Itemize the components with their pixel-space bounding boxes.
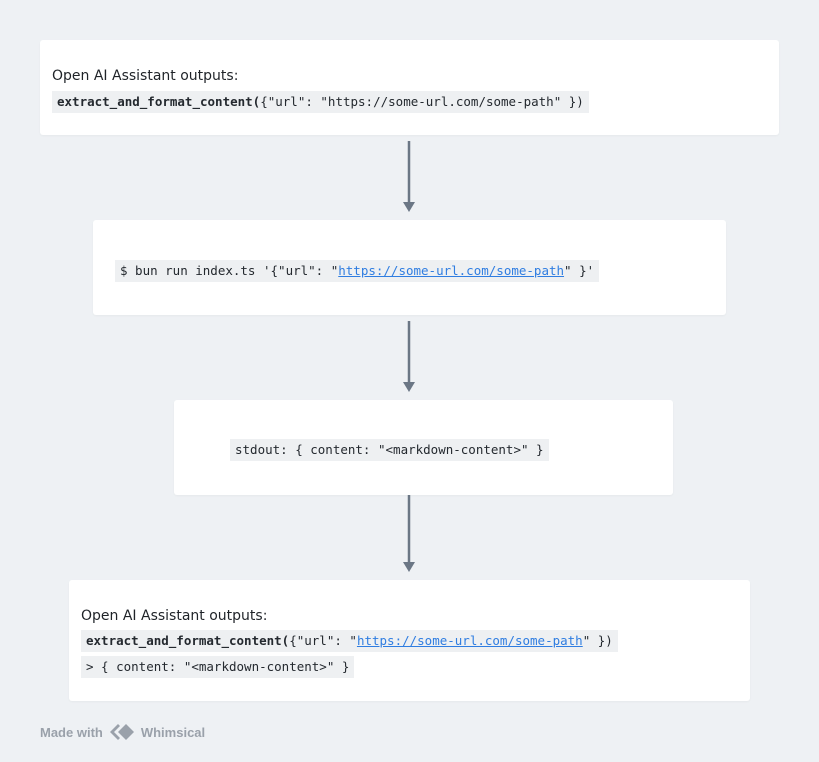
whimsical-logo-icon [109, 724, 134, 740]
whimsical-brand: Whimsical [140, 724, 206, 740]
command-code: $ bun run index.ts '{"url": "https://som… [115, 260, 600, 282]
card-heading: Open AI Assistant outputs: [81, 608, 268, 624]
card-assistant-result: Open AI Assistant outputs: extract_and_f… [69, 580, 750, 701]
function-args: {"url": "https://some-url.com/some-path"… [260, 94, 584, 109]
command-suffix: " }' [564, 263, 595, 278]
arrow-down-icon [403, 495, 415, 572]
arrow-down-icon [403, 321, 415, 392]
result-code: > { content: "<markdown-content>" } [81, 656, 355, 678]
command-prefix: $ bun run index.ts '{"url": " [120, 263, 339, 278]
function-call-code: extract_and_format_content({"url": "http… [52, 91, 589, 113]
function-name: extract_and_format_content( [57, 94, 261, 109]
function-name: extract_and_format_content( [86, 633, 290, 648]
made-with-label: Made with [40, 724, 103, 740]
arrow-down-icon [403, 141, 415, 212]
function-call-code: extract_and_format_content({"url": "http… [81, 630, 618, 652]
function-args-suffix: " }) [582, 633, 613, 648]
function-args-prefix: {"url": " [289, 633, 357, 648]
url-link[interactable]: https://some-url.com/some-path [356, 633, 583, 648]
card-bun-command: $ bun run index.ts '{"url": "https://som… [93, 220, 726, 315]
card-assistant-output: Open AI Assistant outputs: extract_and_f… [40, 40, 779, 135]
url-link[interactable]: https://some-url.com/some-path [338, 263, 565, 278]
stdout-code: stdout: { content: "<markdown-content>" … [230, 439, 549, 461]
card-heading: Open AI Assistant outputs: [52, 68, 239, 84]
made-with-whimsical[interactable]: Made with Whimsical [40, 722, 205, 742]
card-stdout: stdout: { content: "<markdown-content>" … [174, 400, 673, 495]
